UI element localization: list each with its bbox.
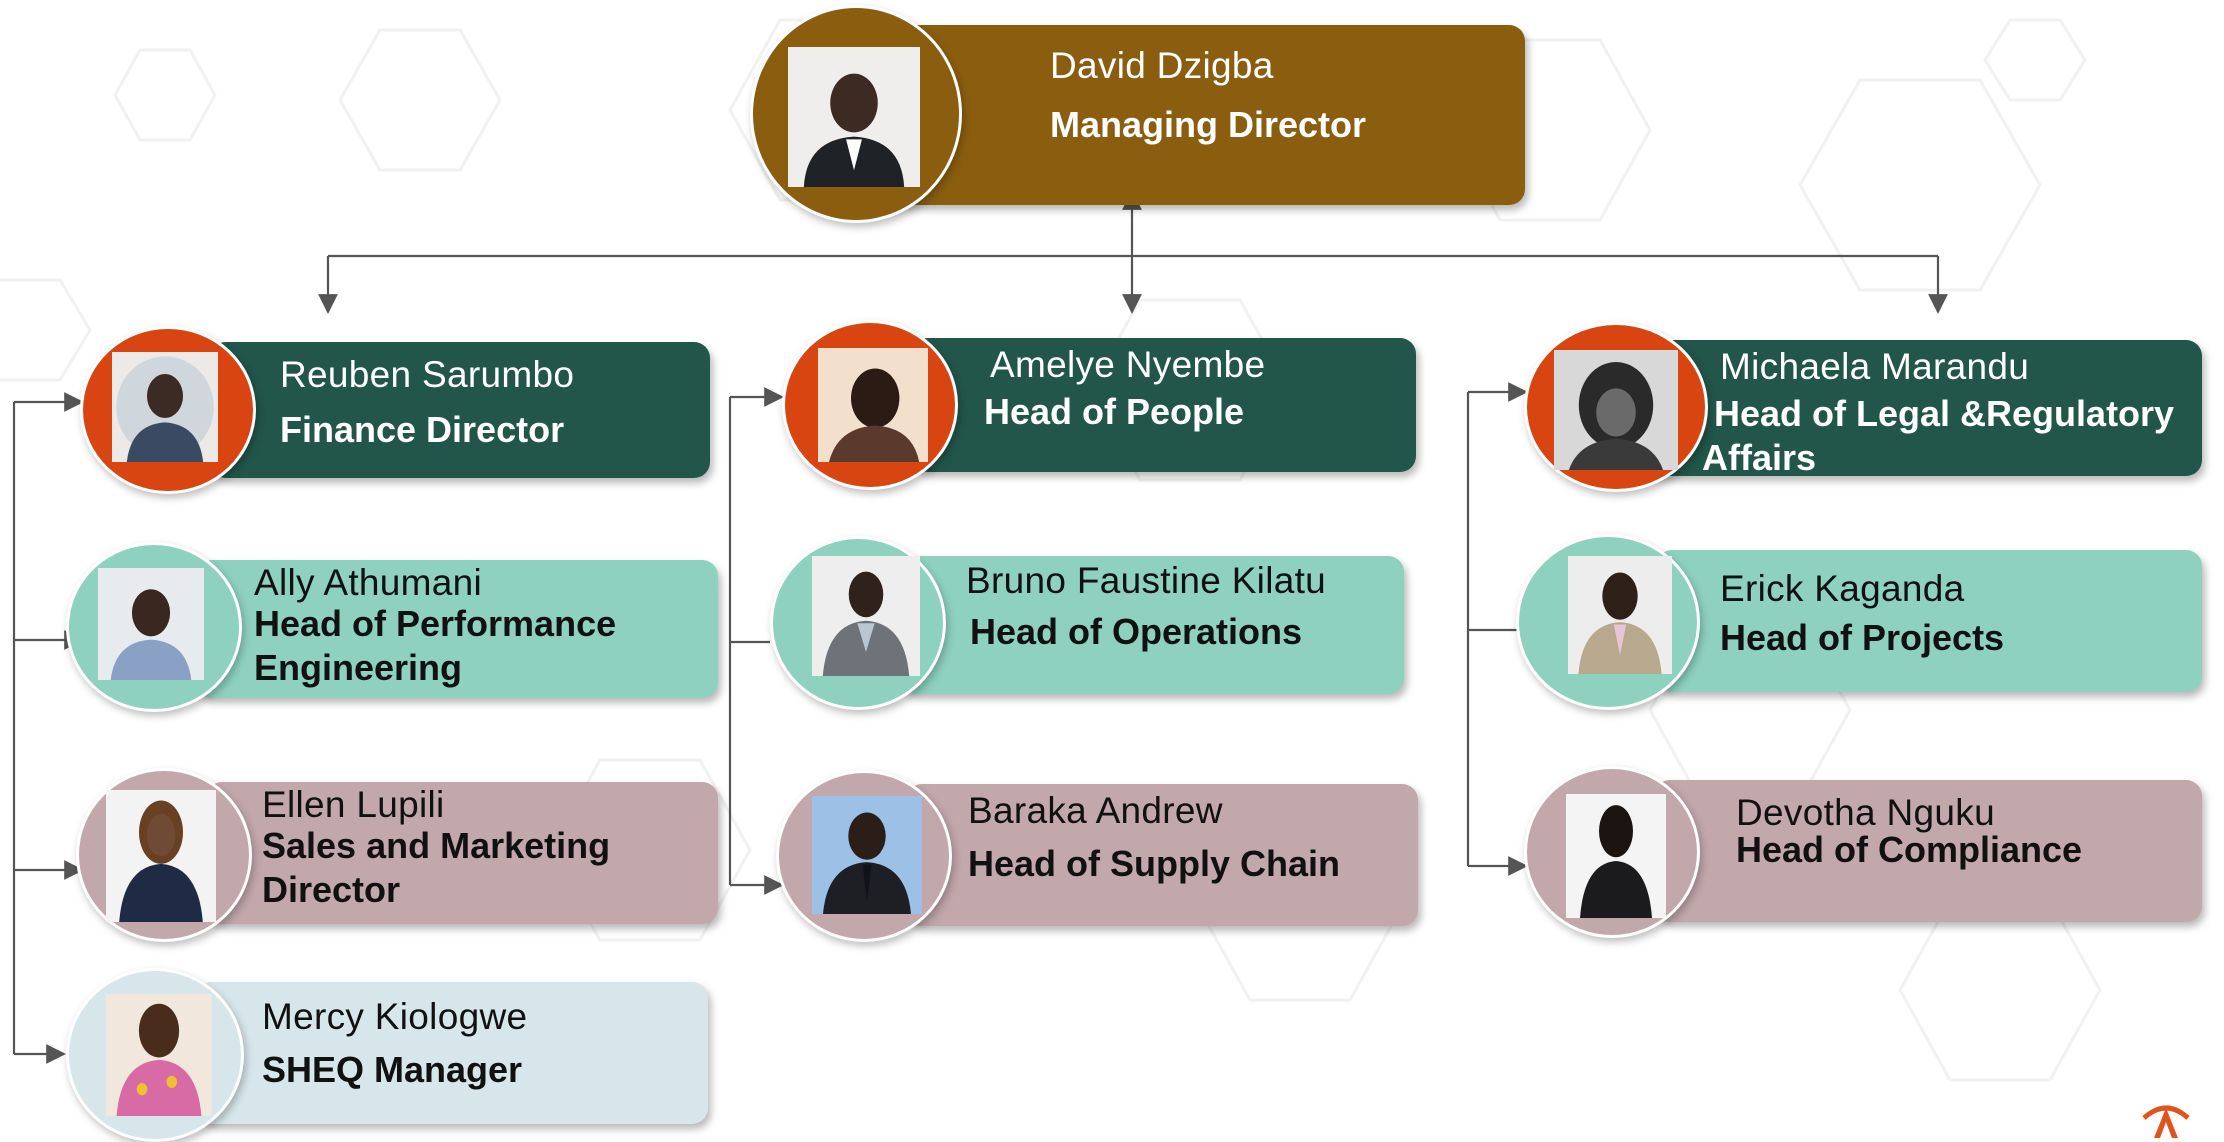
person-photo (1554, 350, 1678, 470)
org-card-sheq-manager: Mercy Kiologwe SHEQ Manager (66, 968, 710, 1142)
person-photo (98, 568, 204, 680)
org-card-head-of-people: Amelye Nyembe Head of People (782, 320, 1418, 490)
person-name: Bruno Faustine Kilatu (966, 560, 1327, 601)
card-bar (196, 982, 708, 1124)
person-photo (106, 994, 212, 1116)
job-title: Head of Projects (1720, 617, 2005, 658)
person-photo (1568, 556, 1672, 674)
person-name: Ellen Lupili (262, 784, 445, 825)
card-bar (900, 556, 1404, 694)
job-title: Head of Compliance (1736, 829, 2083, 870)
job-title: Head of People (984, 391, 1245, 432)
person-photo (112, 352, 218, 462)
org-card-head-of-legal: Michaela Marandu Head of Legal &Regulato… (1524, 322, 2204, 492)
person-name: David Dzigba (1050, 45, 1274, 86)
person-name: Ally Athumani (254, 562, 483, 603)
person-photo (812, 556, 920, 676)
job-title: SHEQ Manager (262, 1049, 523, 1090)
person-photo (818, 348, 928, 462)
card-bar (210, 342, 710, 478)
card-bar (912, 338, 1416, 472)
person-photo (1566, 794, 1666, 918)
job-title: Sales and Marketing Director (262, 825, 611, 910)
card-bar (1654, 780, 2202, 922)
job-title: Head of Supply Chain (968, 843, 1341, 884)
person-photo (812, 796, 922, 914)
card-bar (1644, 340, 2202, 476)
person-name: Michaela Marandu (1720, 346, 2030, 387)
org-card-head-of-compliance: Devotha Nguku Head of Compliance (1524, 766, 2204, 938)
card-bar (206, 782, 718, 924)
person-name: Erick Kaganda (1720, 568, 1965, 609)
person-photo (106, 790, 216, 922)
card-bar (1656, 550, 2202, 692)
person-name: Mercy Kiologwe (262, 996, 528, 1037)
card-bar (906, 784, 1418, 926)
job-title: Head of Performance Engineering (254, 603, 617, 688)
person-name: Amelye Nyembe (990, 344, 1266, 385)
org-card-head-of-operations: Bruno Faustine Kilatu Head of Operations (770, 536, 1406, 710)
org-card-sales-and-marketing-director: Ellen Lupili Sales and Marketing Directo… (76, 768, 720, 942)
org-card-head-of-projects: Erick Kaganda Head of Projects (1516, 534, 2204, 710)
person-name: Reuben Sarumbo (280, 354, 575, 395)
org-card-finance-director: Reuben Sarumbo Finance Director (80, 326, 712, 494)
company-logo-icon (2142, 1105, 2190, 1138)
card-bar (196, 560, 718, 698)
org-card-head-of-supply-chain: Baraka Andrew Head of Supply Chain (776, 770, 1420, 942)
card-bar (880, 25, 1525, 205)
org-card-head-of-performance-engineering: Ally Athumani Head of Performance Engine… (66, 542, 720, 712)
job-title: Head of Operations (970, 611, 1303, 652)
person-name: Devotha Nguku (1736, 792, 1995, 833)
job-title: Head of Legal &Regulatory Affairs (1702, 393, 2175, 478)
job-title: Finance Director (280, 409, 565, 450)
person-name: Baraka Andrew (968, 790, 1223, 831)
org-card-managing-director: David Dzigba Managing Director (750, 5, 1526, 225)
person-photo (788, 47, 920, 187)
job-title: Managing Director (1050, 104, 1367, 145)
